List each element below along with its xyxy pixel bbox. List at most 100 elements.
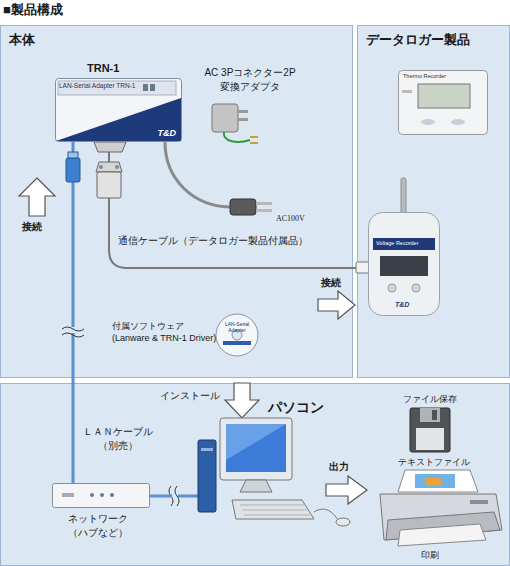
personal-computer (314, 509, 338, 520)
output-label: ファイル保存 (403, 393, 457, 405)
printer (398, 470, 478, 492)
personal-computer (220, 418, 292, 480)
floppy-disk (420, 408, 440, 422)
power-cord (165, 142, 272, 215)
adapter-device (143, 84, 148, 91)
serial-connector (94, 142, 126, 152)
personal-computer (198, 418, 350, 526)
data-logger (412, 284, 420, 292)
floppy-disk (416, 428, 444, 450)
software-cd (223, 341, 251, 345)
panel-heading: データロガー製品 (366, 31, 470, 49)
cable-break (62, 327, 84, 337)
serial-connector (96, 162, 122, 172)
adapter-device (56, 98, 181, 141)
output-label: 印刷 (421, 549, 439, 561)
lan-plug (66, 158, 80, 182)
arrow-label: 接続 (321, 276, 341, 290)
lan-cable (150, 495, 198, 498)
personal-computer (226, 424, 286, 460)
arrow-label: 接続 (22, 220, 42, 234)
data-logger (373, 238, 435, 250)
block-arrow (225, 383, 259, 418)
device-print: Voltage Recorder (376, 240, 419, 247)
network-hub (110, 493, 114, 497)
data-logger: Thermo Recorder (398, 70, 488, 135)
power-cord (230, 199, 256, 215)
modular-plug (356, 262, 369, 273)
network-hub (90, 493, 94, 497)
arrow-label: インストール (160, 389, 220, 403)
panel-heading: 本体 (9, 31, 35, 49)
output-label: テキストファイル (398, 456, 470, 468)
personal-computer (232, 500, 314, 519)
plug-adapter (238, 118, 248, 121)
personal-computer (198, 440, 216, 512)
brand-logo: T&D (158, 127, 177, 139)
floppy-disk (432, 410, 437, 420)
cable-label: ＬＡＮケーブル （別売） (82, 425, 154, 452)
data-logger (380, 256, 428, 276)
software-cd (215, 313, 259, 357)
data-logger: Voltage RecorderT&D (368, 212, 440, 316)
power-cord (256, 209, 272, 212)
data-logger (399, 71, 488, 135)
adapter-device (58, 81, 176, 95)
network-hub (52, 483, 150, 508)
software-note: 付属ソフトウェア (Lanware & TRN-1 Driver) (112, 320, 220, 344)
personal-computer (226, 424, 286, 472)
data-logger (398, 70, 488, 135)
data-logger (368, 212, 440, 316)
network-hub: ネットワーク （ハブなど） (52, 483, 150, 508)
personal-computer (240, 480, 272, 492)
printer (398, 524, 486, 546)
cable-break (62, 327, 84, 333)
data-logger (451, 119, 465, 125)
personal-computer (336, 518, 350, 526)
block-arrow (19, 178, 55, 216)
network-hub (62, 493, 74, 497)
data-logger (388, 284, 396, 292)
printer (380, 470, 502, 546)
adapter-device (56, 79, 182, 142)
serial-connector (97, 172, 121, 198)
sensor-antenna (401, 178, 406, 214)
block-arrow (318, 291, 355, 319)
lan-plug (66, 152, 80, 182)
plug-adapter (250, 137, 258, 143)
power-cord (165, 142, 232, 207)
node-caption: ネットワーク （ハブなど） (58, 512, 138, 539)
software-cd (216, 314, 258, 356)
floppy-disk (410, 408, 450, 452)
arrow-label: 出力 (329, 460, 349, 474)
plug-adapter (212, 104, 258, 143)
adapter-device (150, 84, 155, 91)
network-hub (100, 493, 104, 497)
brand-logo: T&D (395, 300, 409, 309)
data-logger (369, 213, 440, 316)
part-note: AC 3Pコネクター2P 変換アダプタ (200, 66, 300, 93)
lan-plug (68, 152, 78, 158)
cable-break (62, 327, 179, 506)
device-print: Thermo Recorder (403, 74, 446, 80)
device-print: LAN-Serial Adapter TRN-1 (59, 83, 135, 90)
floppy-disk (410, 408, 450, 452)
printer (415, 474, 455, 488)
printer (425, 478, 441, 486)
data-logger (421, 119, 435, 125)
printer (470, 500, 488, 504)
cable-connector (109, 142, 368, 268)
voltage-note: AC100V (276, 214, 305, 225)
panel-heading: パソコン (268, 398, 324, 417)
plug-adapter (224, 132, 250, 142)
plug-adapter (212, 104, 238, 132)
adapter-device: TRN-1LAN-Serial Adapter TRN-1T&D (55, 78, 182, 142)
personal-computer (240, 505, 310, 515)
cable-label: 通信ケーブル（データロガー製品付属品） (118, 234, 308, 248)
power-cord (256, 202, 272, 205)
serial-connector (99, 165, 103, 169)
personal-computer (201, 448, 213, 451)
modular-plug (356, 262, 369, 273)
plug-adapter (238, 110, 248, 113)
software-cd: LAN-Serial Adapter (215, 313, 259, 357)
